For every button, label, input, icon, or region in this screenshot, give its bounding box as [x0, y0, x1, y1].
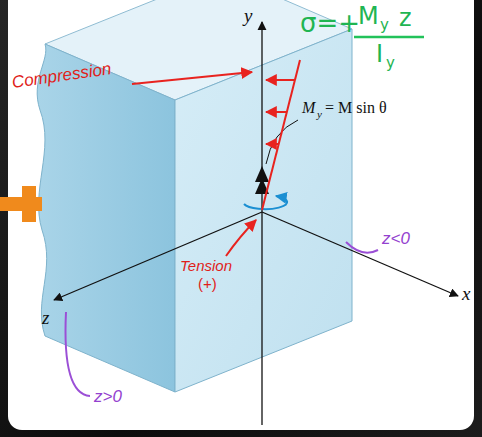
- moment-label: M: [302, 100, 315, 116]
- orange-plus-mark: [22, 186, 36, 222]
- axis-label: x: [462, 284, 470, 303]
- formula-subscript: y: [386, 56, 395, 71]
- moment-label: = M sin θ: [325, 100, 387, 116]
- tension-arrow: [226, 220, 256, 256]
- axis-label: z: [42, 308, 49, 327]
- beam-side-face: [37, 44, 175, 392]
- formula-text: I: [376, 42, 383, 66]
- formula-text: M: [358, 4, 379, 28]
- annotation-text: Tension: [180, 258, 232, 273]
- stress-arrow: [266, 79, 295, 81]
- stress-arrow: [266, 143, 279, 145]
- annotation-text: z>0: [94, 388, 122, 405]
- annotation-text: Compression: [11, 60, 113, 91]
- stress-distribution: [262, 60, 300, 210]
- y-axis: [261, 22, 262, 425]
- leader-line: [266, 120, 298, 164]
- z-axis: [54, 212, 262, 300]
- annotation-text: z<0: [382, 230, 410, 247]
- compression-arrow: [132, 72, 252, 84]
- beam-cross-section: [175, 29, 352, 392]
- x-axis: [262, 212, 458, 296]
- stress-arrow: [266, 111, 287, 113]
- purple-hook: [66, 312, 91, 396]
- formula-text: z: [399, 6, 412, 30]
- axis-label: y: [244, 6, 252, 25]
- annotation-text: (+): [198, 276, 217, 291]
- moment-subscript: y: [317, 109, 322, 120]
- formula-text: σ=+: [300, 10, 360, 36]
- formula-subscript: y: [380, 18, 389, 33]
- purple-hook: [346, 242, 378, 253]
- fraction-bar: [354, 36, 424, 39]
